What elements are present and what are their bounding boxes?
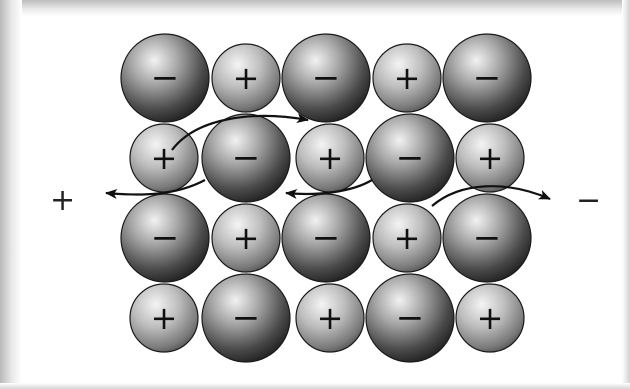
anion: − — [121, 34, 209, 122]
ion-grid: − + − + − + − + − + − + − + − + − + − + — [121, 34, 531, 362]
cation: + — [373, 44, 441, 112]
anion-sign: − — [473, 218, 502, 258]
cation: + — [296, 124, 364, 192]
positive-terminal-label: + — [50, 186, 75, 216]
anion: − — [443, 34, 531, 122]
anion-sign: − — [151, 58, 180, 98]
cation-sign: + — [317, 139, 344, 177]
anion: − — [202, 274, 290, 362]
cation-sign: + — [233, 59, 260, 97]
anion: − — [121, 194, 209, 282]
negative-terminal-label: − — [576, 186, 601, 216]
cation: + — [212, 204, 280, 272]
anion-sign: − — [232, 138, 261, 178]
cation: + — [212, 44, 280, 112]
cation: + — [296, 284, 364, 352]
anion: − — [366, 274, 454, 362]
anion-sign: − — [312, 58, 341, 98]
cation: + — [456, 124, 524, 192]
anion-sign: − — [312, 218, 341, 258]
cation-sign: + — [477, 299, 504, 337]
anion-sign: − — [396, 138, 425, 178]
cation: + — [373, 204, 441, 272]
anion-sign: − — [473, 58, 502, 98]
cation-sign: + — [394, 219, 421, 257]
cation-sign: + — [151, 139, 178, 177]
cation-sign: + — [151, 299, 178, 337]
anion: − — [366, 114, 454, 202]
anion: − — [202, 114, 290, 202]
anion-sign: − — [151, 218, 180, 258]
anion-sign: − — [396, 298, 425, 338]
cation-sign: + — [233, 219, 260, 257]
anion: − — [282, 194, 370, 282]
cation-sign: + — [394, 59, 421, 97]
cation-sign: + — [317, 299, 344, 337]
anion-sign: − — [232, 298, 261, 338]
anion: − — [443, 194, 531, 282]
anion: − — [282, 34, 370, 122]
cation: + — [130, 284, 198, 352]
cation-sign: + — [477, 139, 504, 177]
cation: + — [456, 284, 524, 352]
